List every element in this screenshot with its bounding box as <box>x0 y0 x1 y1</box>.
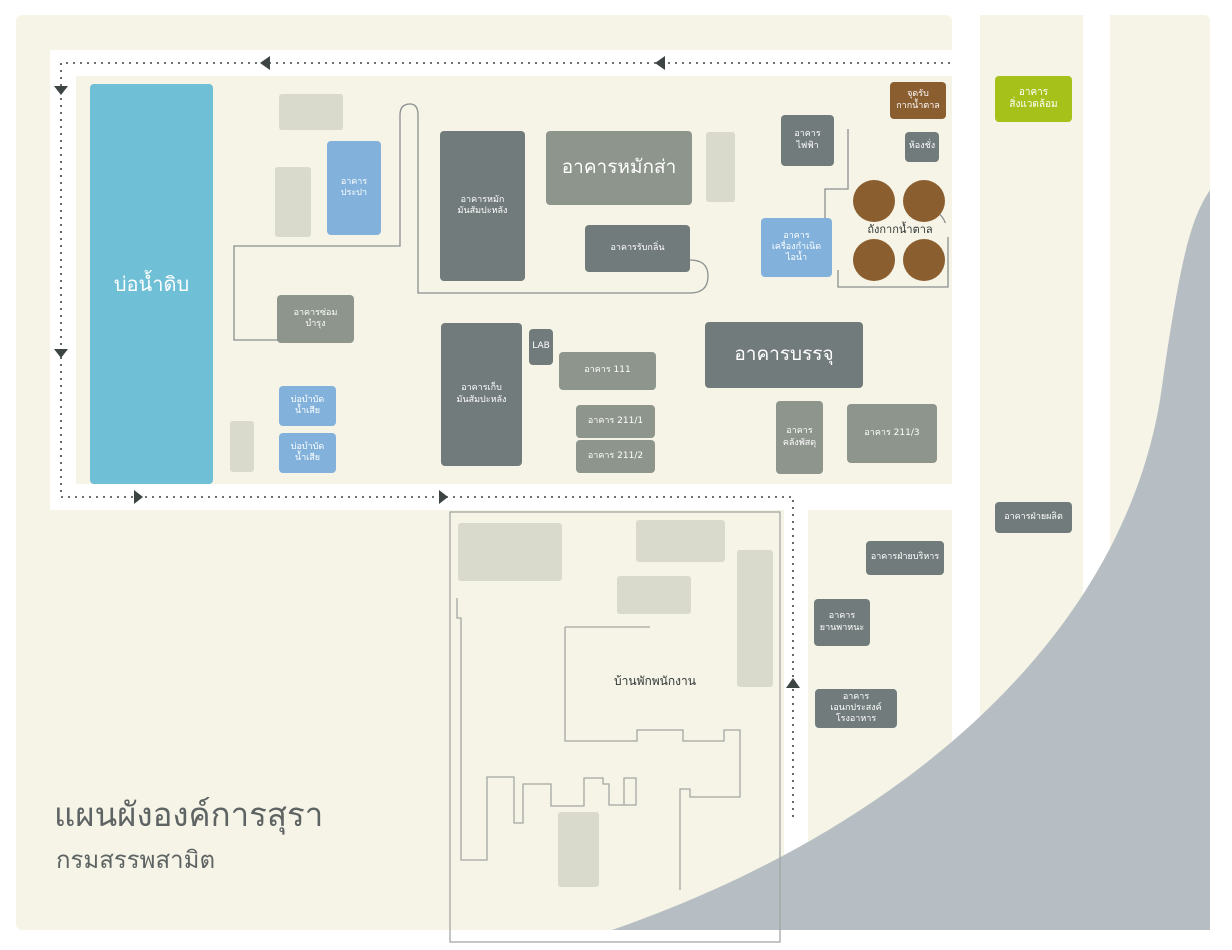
building-111[interactable]: อาคาร 111 <box>559 352 656 390</box>
building-administration[interactable]: อาคารฝ่ายบริหาร <box>866 541 944 575</box>
building-production[interactable]: อาคารฝ่ายผลิต <box>995 502 1072 533</box>
building-lab[interactable]: LAB <box>529 329 553 365</box>
building-water-supply[interactable]: อาคาร ประปา <box>327 141 381 235</box>
building-cassava-fermentation[interactable]: อาคารหมัก มันสัมปะหลัง <box>440 131 525 281</box>
unlabeled-building <box>617 576 691 614</box>
molasses-tank[interactable] <box>853 180 895 222</box>
building-vehicle[interactable]: อาคาร ยานพาหนะ <box>814 599 870 646</box>
building-211-1[interactable]: อาคาร 211/1 <box>576 405 655 438</box>
unlabeled-building <box>737 550 773 687</box>
unlabeled-building <box>458 523 562 581</box>
molasses-tank[interactable] <box>903 180 945 222</box>
map-title: แผนผังองค์การสุรา <box>54 795 324 834</box>
building-211-3[interactable]: อาคาร 211/3 <box>847 404 937 463</box>
building-weighing-room[interactable]: ห้องชั่ง <box>905 132 939 162</box>
building-wastewater-1[interactable]: บ่อบำบัด น้ำเสีย <box>279 386 336 426</box>
building-warehouse[interactable]: อาคาร คลังพัสดุ <box>776 401 823 474</box>
unlabeled-building <box>275 167 311 237</box>
building-odor-treatment[interactable]: อาคารรับกลิ่น <box>585 225 690 272</box>
unlabeled-building <box>230 421 254 472</box>
molasses-receiving-point[interactable]: จุดรับ กากน้ำตาล <box>890 82 946 119</box>
staff-housing-label: บ้านพักพนักงาน <box>614 674 696 688</box>
building-packaging[interactable]: อาคารบรรจุ <box>705 322 863 388</box>
molasses-tank[interactable] <box>853 239 895 281</box>
building-steam-generator[interactable]: อาคาร เครื่องกำเนิด ไอน้ำ <box>761 218 832 277</box>
unlabeled-building <box>279 94 343 130</box>
building-cassava-storage[interactable]: อาคารเก็บ มันสัมปะหลัง <box>441 323 522 466</box>
molasses-tanks-label: ถังกากน้ำตาล <box>850 223 950 237</box>
building-yeast-fermentation[interactable]: อาคารหมักส่า <box>546 131 692 205</box>
molasses-tank[interactable] <box>903 239 945 281</box>
building-multipurpose-canteen[interactable]: อาคาร เอนกประสงค์ โรงอาหาร <box>815 689 897 728</box>
unlabeled-building <box>636 520 725 562</box>
map-subtitle: กรมสรรพสามิต <box>56 846 216 874</box>
unlabeled-building <box>706 132 735 202</box>
building-environment[interactable]: อาคาร สิ่งแวดล้อม <box>995 76 1072 122</box>
unlabeled-building <box>558 812 599 887</box>
building-electrical[interactable]: อาคาร ไฟฟ้า <box>781 115 834 166</box>
building-maintenance[interactable]: อาคารซ่อม บำรุง <box>277 295 354 343</box>
building-wastewater-2[interactable]: บ่อบำบัด น้ำเสีย <box>279 433 336 473</box>
raw-water-pond[interactable]: บ่อน้ำดิบ <box>90 84 213 484</box>
building-211-2[interactable]: อาคาร 211/2 <box>576 440 655 473</box>
